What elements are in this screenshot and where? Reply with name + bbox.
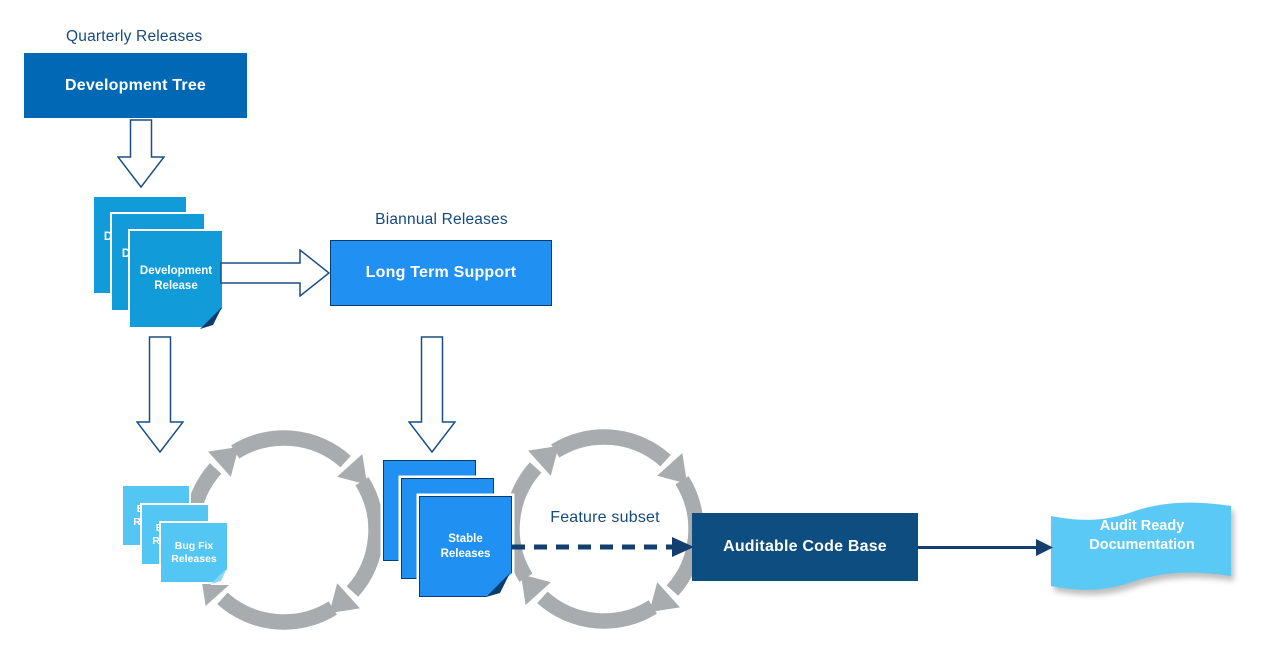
page-fold-icon (485, 572, 513, 598)
audit-ready-documentation-flag (1051, 502, 1231, 590)
page-fold-icon (210, 567, 230, 585)
bug-fix-releases-card-front: Bug Fix Releases (159, 521, 230, 585)
development-release-label: Development Release (139, 265, 213, 292)
auditable-code-base-label: Auditable Code Base (723, 538, 887, 555)
label-feature-subset: Feature subset (550, 509, 660, 526)
bug-fix-releases-label: Bug Fix Releases (171, 539, 217, 565)
page-fold-icon (199, 306, 225, 330)
long-term-support-label: Long Term Support (365, 264, 517, 281)
arrow-dev-release-to-lts-icon (220, 249, 330, 297)
development-release-card-front: Development Release (128, 229, 225, 330)
node-development-tree: Development Tree (24, 53, 247, 118)
label-biannual-releases: Biannual Releases (375, 211, 508, 228)
stable-releases-label: Stable Releases (440, 532, 491, 560)
arrow-acb-to-documentation-icon (917, 539, 1053, 556)
development-tree-label: Development Tree (64, 76, 207, 94)
node-long-term-support: Long Term Support (330, 240, 552, 306)
label-quarterly-releases: Quarterly Releases (66, 28, 203, 45)
arrow-dev-tree-to-dev-release-icon (117, 119, 165, 189)
audit-ready-documentation-label: Audit Ready Documentation (1089, 518, 1195, 553)
arrow-feature-subset-dashed-icon (512, 537, 694, 557)
stable-releases-card-front: Stable Releases (419, 496, 513, 598)
arrow-lts-to-stable-icon (408, 336, 456, 454)
node-auditable-code-base: Auditable Code Base (692, 513, 918, 581)
cycle-arrows-icon-right (489, 414, 719, 644)
arrow-dev-release-to-bug-fix-icon (136, 336, 184, 454)
